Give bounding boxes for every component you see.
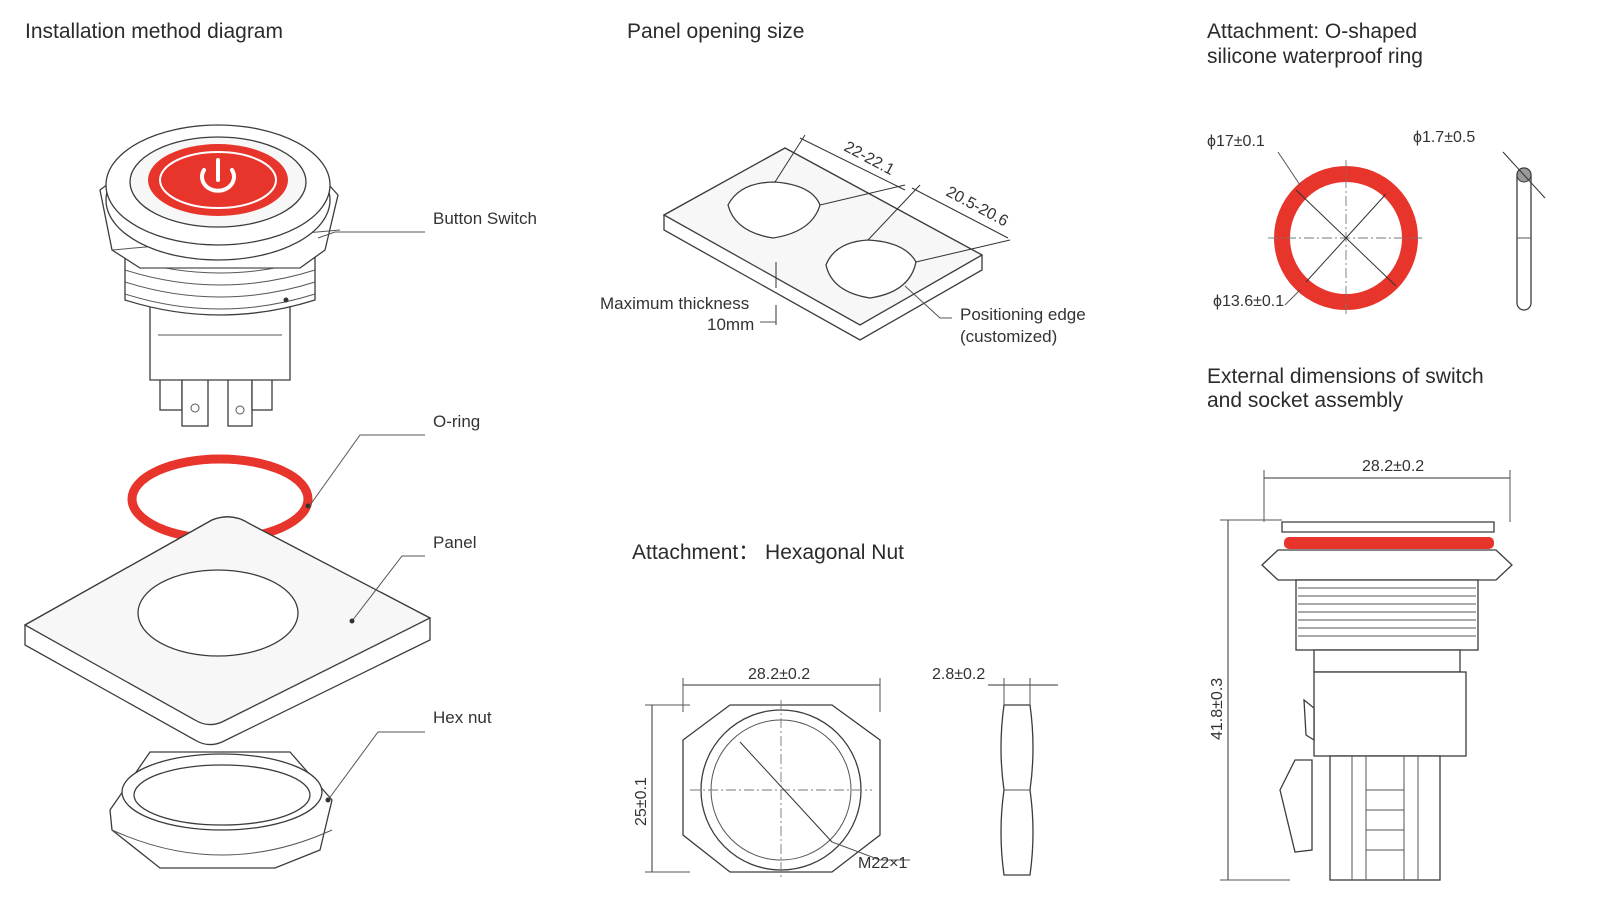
assembly-height-dim: 41.8±0.3 (1209, 678, 1226, 740)
external-title-line1: External dimensions of switch (1207, 365, 1484, 388)
hex-nut-drawing (109, 751, 333, 869)
label-button-switch: Button Switch (433, 209, 537, 228)
thickness-label-line1: Maximum thickness (600, 294, 749, 313)
hex-nut-side-view (1000, 704, 1034, 876)
positioning-edge-line1: Positioning edge (960, 305, 1086, 324)
external-title-line2: and socket assembly (1207, 389, 1404, 412)
o-ring-cross-section (1502, 151, 1546, 311)
external-dimensions-section: External dimensions of switch and socket… (1207, 365, 1513, 881)
hex-nut-section: Attachment： Hexagonal Nut 28.2±0.2 25±0.… (632, 541, 1058, 878)
o-ring-front-view (1268, 151, 1424, 316)
label-panel: Panel (433, 533, 476, 552)
dim-hole-a: 22-22.1 (841, 139, 897, 180)
panel-opening-title: Panel opening size (627, 20, 804, 43)
positioning-edge-line2: (customized) (960, 327, 1057, 346)
dim-hole-b: 20.5-20.6 (943, 184, 1011, 231)
nut-thread-dim: M22×1 (858, 855, 907, 872)
panel-drawing (23, 516, 432, 746)
power-icon (200, 158, 236, 193)
o-ring-title-line1: Attachment: O-shaped (1207, 20, 1417, 43)
hex-nut-title: Attachment： Hexagonal Nut (632, 541, 904, 564)
panel-opening-section: Panel opening size 22-22.1 20.5-20.6 Max… (600, 20, 1086, 346)
installation-title: Installation method diagram (25, 20, 283, 43)
hex-nut-front-view (682, 700, 910, 878)
nut-thickness-dim: 2.8±0.2 (932, 666, 985, 683)
panel-opening-drawing (662, 147, 984, 341)
o-ring-outer-dim: ϕ17±0.1 (1207, 133, 1265, 150)
switch-assembly-side-view (1261, 521, 1513, 881)
o-ring-title-line2: silicone waterproof ring (1207, 45, 1423, 68)
thickness-label-line2: 10mm (707, 315, 754, 334)
o-ring-section-dim: ϕ1.7±0.5 (1413, 129, 1475, 146)
nut-height-dim: 25±0.1 (633, 777, 650, 826)
label-hex-nut: Hex nut (433, 708, 492, 727)
o-ring-section: Attachment: O-shaped silicone waterproof… (1207, 20, 1546, 316)
assembly-width-dim: 28.2±0.2 (1362, 458, 1424, 475)
o-ring-inner-dim: ϕ13.6±0.1 (1213, 293, 1284, 310)
label-o-ring: O-ring (433, 412, 480, 431)
button-switch-drawing (99, 124, 341, 427)
nut-width-dim: 28.2±0.2 (748, 666, 810, 683)
installation-section: Installation method diagram (23, 20, 537, 869)
